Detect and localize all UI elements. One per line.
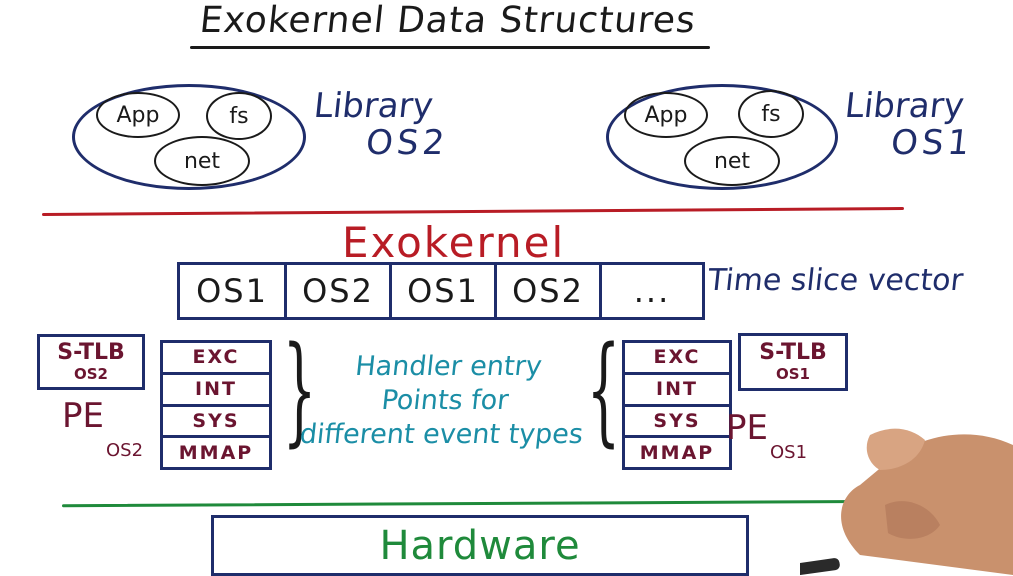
time-slice-cell: ...: [633, 272, 671, 310]
library-os2-app-label: App: [116, 102, 160, 128]
time-slice-cell: OS1: [180, 265, 287, 317]
red-separator: [42, 206, 904, 217]
library-os1-label: Library OS1: [839, 86, 979, 164]
time-slice-cell: OS2: [287, 265, 392, 317]
pe-os2-sub-wrap: OS2: [106, 440, 143, 461]
library-os2-label-line2: OS2: [364, 123, 451, 164]
library-os1-label-line1: Library: [842, 86, 967, 126]
green-separator: [61, 499, 913, 508]
library-os2-label-line1: Library: [311, 86, 436, 126]
handler-entry-sys: SYS: [625, 407, 729, 439]
stlb-os1-sub: OS1: [776, 365, 810, 383]
handler-note-line2: Points for: [379, 384, 511, 416]
stlb-os1-title: S-TLB: [759, 340, 827, 365]
library-os1-blob: [606, 84, 838, 190]
pe-os1-sub: OS1: [770, 442, 808, 463]
pe-os1: PE: [726, 408, 768, 448]
handler-note-line3: different event types: [298, 418, 585, 450]
time-slice-cell: OS1: [392, 265, 497, 317]
time-slice-vector-label: Time slice vector: [706, 263, 965, 298]
handler-entry-sys: SYS: [163, 407, 269, 439]
stlb-os1-box: S-TLB OS1: [738, 333, 848, 391]
handler-note-line1: Handler entry: [353, 351, 544, 382]
library-os2-label: Library OS2: [308, 86, 454, 164]
right-brace: }: [282, 320, 317, 458]
stlb-os2-sub: OS2: [74, 365, 108, 383]
pe-os1-sub-wrap: OS1: [770, 442, 807, 463]
handler-table-os2: EXC INT SYS MMAP: [160, 340, 272, 470]
stlb-os2-box: S-TLB OS2: [37, 334, 145, 390]
hand-with-marker-image: [800, 428, 1013, 575]
pe-os2-sub: OS2: [106, 440, 144, 461]
title-underline: [190, 46, 710, 49]
library-os1-app-label: App: [644, 102, 688, 128]
library-os1-fs-circle: fs: [738, 90, 804, 138]
handler-entry-int: INT: [625, 375, 729, 407]
handler-entry-mmap: MMAP: [639, 441, 715, 464]
handler-entry-exc: EXC: [163, 343, 269, 375]
library-os1-label-line2: OS1: [889, 123, 976, 164]
library-os2-blob: [72, 84, 306, 190]
library-os2-net-circle: net: [154, 136, 250, 186]
library-os1-net-circle: net: [684, 136, 780, 186]
pe-os2: PE: [62, 396, 104, 436]
time-slice-vector: OS1 OS2 OS1 OS2 ...: [177, 262, 705, 320]
stlb-os2-title: S-TLB: [57, 340, 125, 365]
hardware-label: Hardware: [379, 522, 581, 569]
pe-os1-label: PE: [726, 408, 768, 448]
handler-entry-exc: EXC: [625, 343, 729, 375]
library-os2-net-label: net: [183, 148, 221, 174]
page-title: Exokernel Data Structures: [197, 0, 699, 41]
hardware-box: Hardware: [211, 515, 749, 576]
library-os1-fs-label: fs: [761, 101, 781, 127]
library-os1-net-label: net: [713, 148, 751, 174]
left-brace: {: [586, 320, 621, 458]
handler-entry-mmap: MMAP: [178, 441, 254, 464]
library-os2-fs-label: fs: [229, 103, 249, 129]
library-os2-app-circle: App: [96, 92, 180, 138]
library-os1-app-circle: App: [624, 92, 708, 138]
handler-entry-note: Handler entry Points for different event…: [290, 350, 601, 451]
handler-table-os1: EXC INT SYS MMAP: [622, 340, 732, 470]
time-slice-cell: OS2: [497, 265, 602, 317]
exokernel-label: Exokernel: [342, 218, 566, 267]
handler-entry-int: INT: [163, 375, 269, 407]
pe-os2-label: PE: [62, 396, 104, 436]
library-os2-fs-circle: fs: [206, 92, 272, 140]
